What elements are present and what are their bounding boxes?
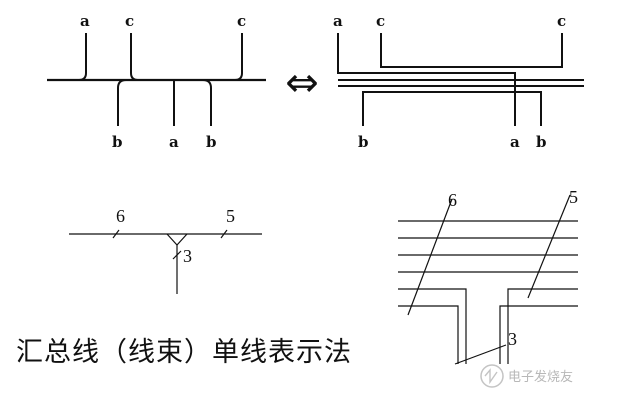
count-5-r: 5 (569, 187, 578, 207)
single-bus-diagram: a c c b a b (47, 12, 266, 151)
multi-harness-diagram: 6 5 3 (398, 187, 578, 365)
watermark-text: 电子发烧友 (508, 369, 573, 385)
harness-wire-5 (398, 288, 467, 364)
watermark-logo-icon (480, 364, 504, 388)
branch-b-bottom-2 (202, 79, 212, 126)
watermark-bolt-icon (484, 368, 498, 385)
multi-line-diagram: a c c b a b (333, 12, 584, 151)
harness-wire-7 (398, 305, 459, 364)
diagonal-3 (454, 344, 507, 365)
watermark: 电子发烧友 (480, 364, 573, 388)
equivalence-arrow-icon: ⇔ (285, 60, 319, 106)
label-a-bottom-r: a (510, 133, 520, 151)
label-c-top-2: c (237, 12, 246, 30)
wire-a (337, 33, 516, 126)
branch-a-top (78, 33, 87, 81)
label-c-top-r2: c (557, 12, 566, 30)
label-c-top-1: c (125, 12, 134, 30)
label-a-bottom: a (169, 133, 179, 151)
label-a-top: a (80, 12, 90, 30)
harness-wire-6 (507, 288, 578, 364)
label-b-bottom-r2: b (536, 133, 547, 151)
harness-wire-8 (499, 305, 578, 364)
harness-junction (166, 233, 188, 246)
diagonal-5 (527, 194, 571, 299)
single-harness-diagram: 6 5 3 (69, 206, 262, 294)
count-3-r: 3 (508, 329, 517, 349)
diagonal-6 (407, 198, 453, 316)
count-6: 6 (116, 206, 125, 226)
slash-5 (220, 229, 228, 239)
branch-c-top-1 (130, 33, 139, 81)
label-c-top-r1: c (376, 12, 385, 30)
equivalence-symbol: ⇔ (285, 60, 319, 106)
slash-6 (112, 229, 120, 239)
slash-3 (172, 250, 182, 260)
label-b-bottom-1: b (112, 133, 123, 151)
count-3: 3 (183, 246, 192, 266)
wire-c (380, 33, 563, 68)
count-6-r: 6 (448, 190, 457, 210)
count-5: 5 (226, 206, 235, 226)
caption: 汇总线（线束）单线表示法 (16, 337, 352, 368)
label-b-bottom-r1: b (358, 133, 369, 151)
branch-c-top-2 (234, 33, 243, 81)
wire-b (362, 91, 542, 126)
label-b-bottom-2: b (206, 133, 217, 151)
label-a-top-r: a (333, 12, 343, 30)
branch-b-bottom-1 (117, 79, 127, 126)
